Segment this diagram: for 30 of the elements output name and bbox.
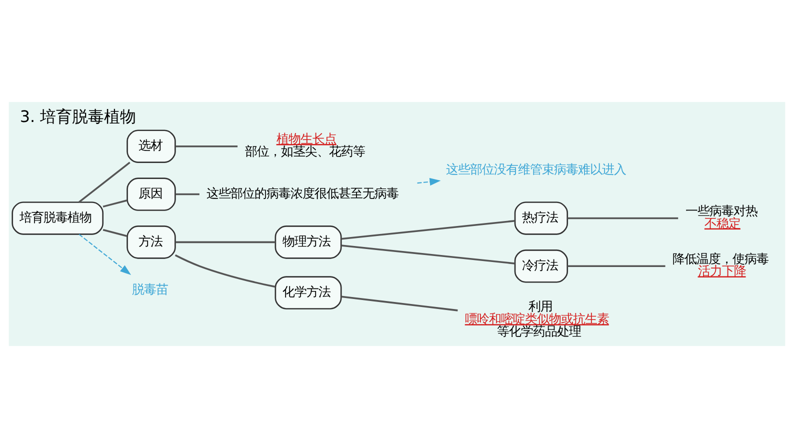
connector xyxy=(175,192,200,195)
node-box: 方法 xyxy=(126,225,176,258)
node-text: 这些部位没有维管束病毒难以进入 xyxy=(446,161,626,176)
node-box: 培育脱毒植物 xyxy=(12,201,104,234)
connector xyxy=(175,144,238,147)
arrow xyxy=(417,177,441,186)
connector xyxy=(568,216,678,219)
node-box: 原因 xyxy=(126,177,176,210)
connector xyxy=(341,219,515,240)
node-box: 选材 xyxy=(126,129,176,162)
connector xyxy=(78,161,130,202)
node-text: 利用 嘌呤和嘧啶类似物或抗生素 等化学药品处理 xyxy=(464,298,609,338)
node-text: 植物生长点 部位，如茎尖、花药等 xyxy=(244,130,365,158)
node-text: 这些部位的病毒浓度很低甚至无病毒 xyxy=(206,185,399,200)
node-box: 冷疗法 xyxy=(514,249,568,282)
connector xyxy=(341,295,458,311)
connector xyxy=(102,228,128,236)
connector xyxy=(175,240,276,243)
connector xyxy=(102,198,128,207)
node-box: 化学方法 xyxy=(274,276,342,309)
diagram-title: 3. 培育脱毒植物 xyxy=(20,106,136,126)
node-box: 物理方法 xyxy=(274,225,342,258)
connector xyxy=(341,244,515,264)
connector xyxy=(174,254,276,288)
node-box: 热疗法 xyxy=(514,201,568,234)
connector xyxy=(568,264,666,267)
node-text: 脱毒苗 xyxy=(132,280,168,296)
arrow xyxy=(78,233,132,275)
node-text: 一些病毒对热 不稳定 xyxy=(685,202,758,230)
node-text: 降低温度，使病毒 活力下降 xyxy=(672,250,768,278)
